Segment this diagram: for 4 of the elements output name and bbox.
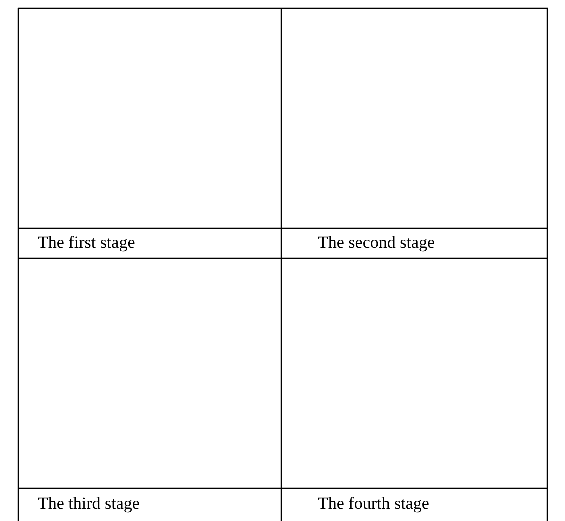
stage-caption: The fourth stage [318,494,430,514]
stage-caption: The second stage [318,233,436,253]
stage-caption: The third stage [38,494,140,514]
stage-caption: The first stage [38,233,136,253]
